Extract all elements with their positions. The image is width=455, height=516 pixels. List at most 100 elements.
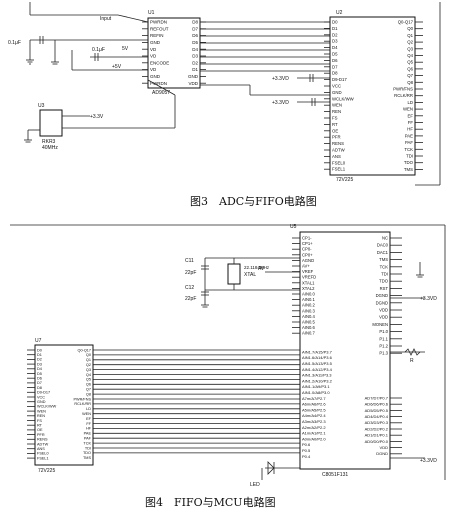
pin-label: D3: [37, 362, 42, 366]
pin-label: AIN0.6: [302, 325, 315, 330]
pin-label: Q0-Q17: [77, 348, 91, 352]
pin-label: PWRDN: [150, 20, 167, 25]
c12-value: 22pF: [185, 296, 196, 302]
pin-label: D8: [192, 20, 198, 25]
pin-label: AIN1.2/A10/P3.2: [302, 378, 333, 383]
pin-label: P1.3: [379, 351, 388, 356]
pin-label: FS: [37, 419, 42, 423]
pin-label: D8: [37, 386, 42, 390]
pin-label: Q2: [86, 363, 91, 367]
pin-label: VDD: [379, 315, 388, 320]
pin-label: D4: [332, 45, 338, 50]
pin-label: Q4: [86, 373, 91, 377]
pin-label: FF: [408, 120, 414, 125]
pin-label: GND: [188, 74, 199, 79]
xtal-label: XTAL: [244, 272, 256, 278]
pin-label: Q0-Q17: [398, 20, 414, 25]
pin-label: TDI: [406, 154, 413, 159]
pin-label: PAE: [84, 432, 92, 436]
u3-ref: U3: [38, 103, 45, 109]
pin-label: AIN0.0: [302, 291, 315, 296]
pin-label: AIN0.5: [302, 319, 315, 324]
pin-label: Q1: [86, 358, 91, 362]
pin-label: WCLK/WW: [332, 96, 355, 101]
u5-power: +3.3VD +3.3VD R: [390, 262, 437, 464]
pin-label: AIN1.0/A8/P3.0: [302, 390, 330, 395]
u1-ref: U1: [148, 10, 155, 16]
pin-label: AIN1.3/A11/P3.3: [302, 373, 332, 378]
pin-label: D5: [37, 372, 42, 376]
pin-label: D0: [37, 348, 42, 352]
fifo-mcu-bus: [93, 349, 300, 454]
pin-label: XTAL2: [302, 286, 315, 291]
pin-label: PAF: [405, 140, 413, 145]
pin-label: VDD: [379, 307, 388, 312]
pin-label: PWRDN: [150, 81, 167, 86]
pin-label: OE: [37, 428, 43, 432]
pin-label: NC: [382, 235, 388, 240]
pin-label: PWR/FNS: [73, 397, 91, 401]
pin-label: D1: [37, 353, 42, 357]
pin-label: LD: [408, 100, 414, 105]
pin-label: D1: [332, 26, 338, 31]
pin-label: D5: [332, 52, 338, 57]
pin-label: PWR/FNS: [393, 87, 413, 92]
v3-label: +3.3VD: [272, 100, 289, 106]
pin-label: TDO: [379, 279, 389, 284]
pin-label: D2: [192, 60, 198, 65]
pin-label: AIN1.1/A9/P3.1: [302, 384, 330, 389]
pin-label: FS: [332, 116, 338, 121]
pin-label: Q2: [407, 40, 413, 45]
input-label: Input: [100, 16, 112, 22]
pin-label: FSEL1: [332, 167, 346, 172]
pin-label: EF: [86, 417, 92, 421]
pin-label: VCC: [37, 395, 45, 399]
pin-label: FF: [86, 422, 91, 426]
pin-label: D9-D17: [37, 391, 50, 395]
u2-ref: U2: [336, 10, 343, 16]
pin-label: A6m/A6/P2.6: [302, 402, 326, 407]
u5-v3: +3.3VD: [420, 458, 437, 464]
pin-label: AD0/D0/P0.0: [365, 439, 389, 444]
pin-label: RCLK/RR: [394, 93, 413, 98]
pin-label: DAC0: [377, 243, 389, 248]
pin-label: Q7: [86, 388, 91, 392]
pin-label: A1m/A1/P2.1: [302, 431, 326, 436]
pin-label: D7: [37, 381, 42, 385]
pin-label: RST: [380, 286, 389, 291]
u1-chip: U1 AD9057 PWRDNREFOUTREFINGNDVDVDENCODEV…: [142, 10, 206, 96]
figure-4: C11 22pF C12 22pF XTAL 22.1184MHz AV U5 …: [10, 224, 446, 509]
u1-part: AD9057: [152, 90, 170, 96]
pin-label: REFIN: [150, 33, 164, 38]
led: LED: [250, 461, 300, 488]
pin-label: D6: [192, 33, 198, 38]
pin-label: AGND: [302, 258, 314, 263]
pin-label: TMS: [404, 167, 413, 172]
pin-label: HF: [407, 127, 413, 132]
pin-label: AD3/D3/P0.3: [365, 420, 389, 425]
pin-label: PFR: [332, 135, 341, 140]
pin-label: TDI: [381, 271, 388, 276]
pin-label: PAE: [405, 133, 413, 138]
u2-right-pins: Q0-Q17Q0Q1Q2Q3Q4Q5Q6Q7Q8PWR/FNSRCLK/RRLD…: [393, 20, 423, 172]
pin-label: XTAL1: [302, 280, 315, 285]
u5-bus-pins: AIN1.7/A15/P3.7AIN1.6/A14/P3.6AIN1.5/A13…: [302, 349, 333, 458]
pin-label: D2: [37, 358, 42, 362]
pin-label: CP0-: [302, 247, 312, 252]
pin-label: ENCODE: [150, 60, 169, 65]
pin-label: REFOUT: [150, 26, 169, 31]
u3-part: RKR3: [42, 139, 56, 145]
pin-label: PAF: [84, 437, 92, 441]
pin-label: D3: [192, 54, 198, 59]
pin-label: TMS: [379, 257, 388, 262]
xtal-value: 22.1184MHz: [244, 265, 270, 270]
pin-label: REN: [332, 109, 341, 114]
input-network: Input 0.1μF 0.1μF 5V +5V: [8, 14, 149, 71]
pin-label: AD4/D4/P0.4: [365, 414, 389, 419]
u5-ref: U5: [290, 224, 297, 230]
pin-label: CP0+: [302, 252, 313, 257]
pin-label: AV+: [302, 263, 310, 268]
pin-label: D3: [332, 39, 338, 44]
c12-label: C12: [185, 285, 194, 291]
figure-4-caption: 图4 FIFO与MCU电路图: [145, 496, 276, 509]
